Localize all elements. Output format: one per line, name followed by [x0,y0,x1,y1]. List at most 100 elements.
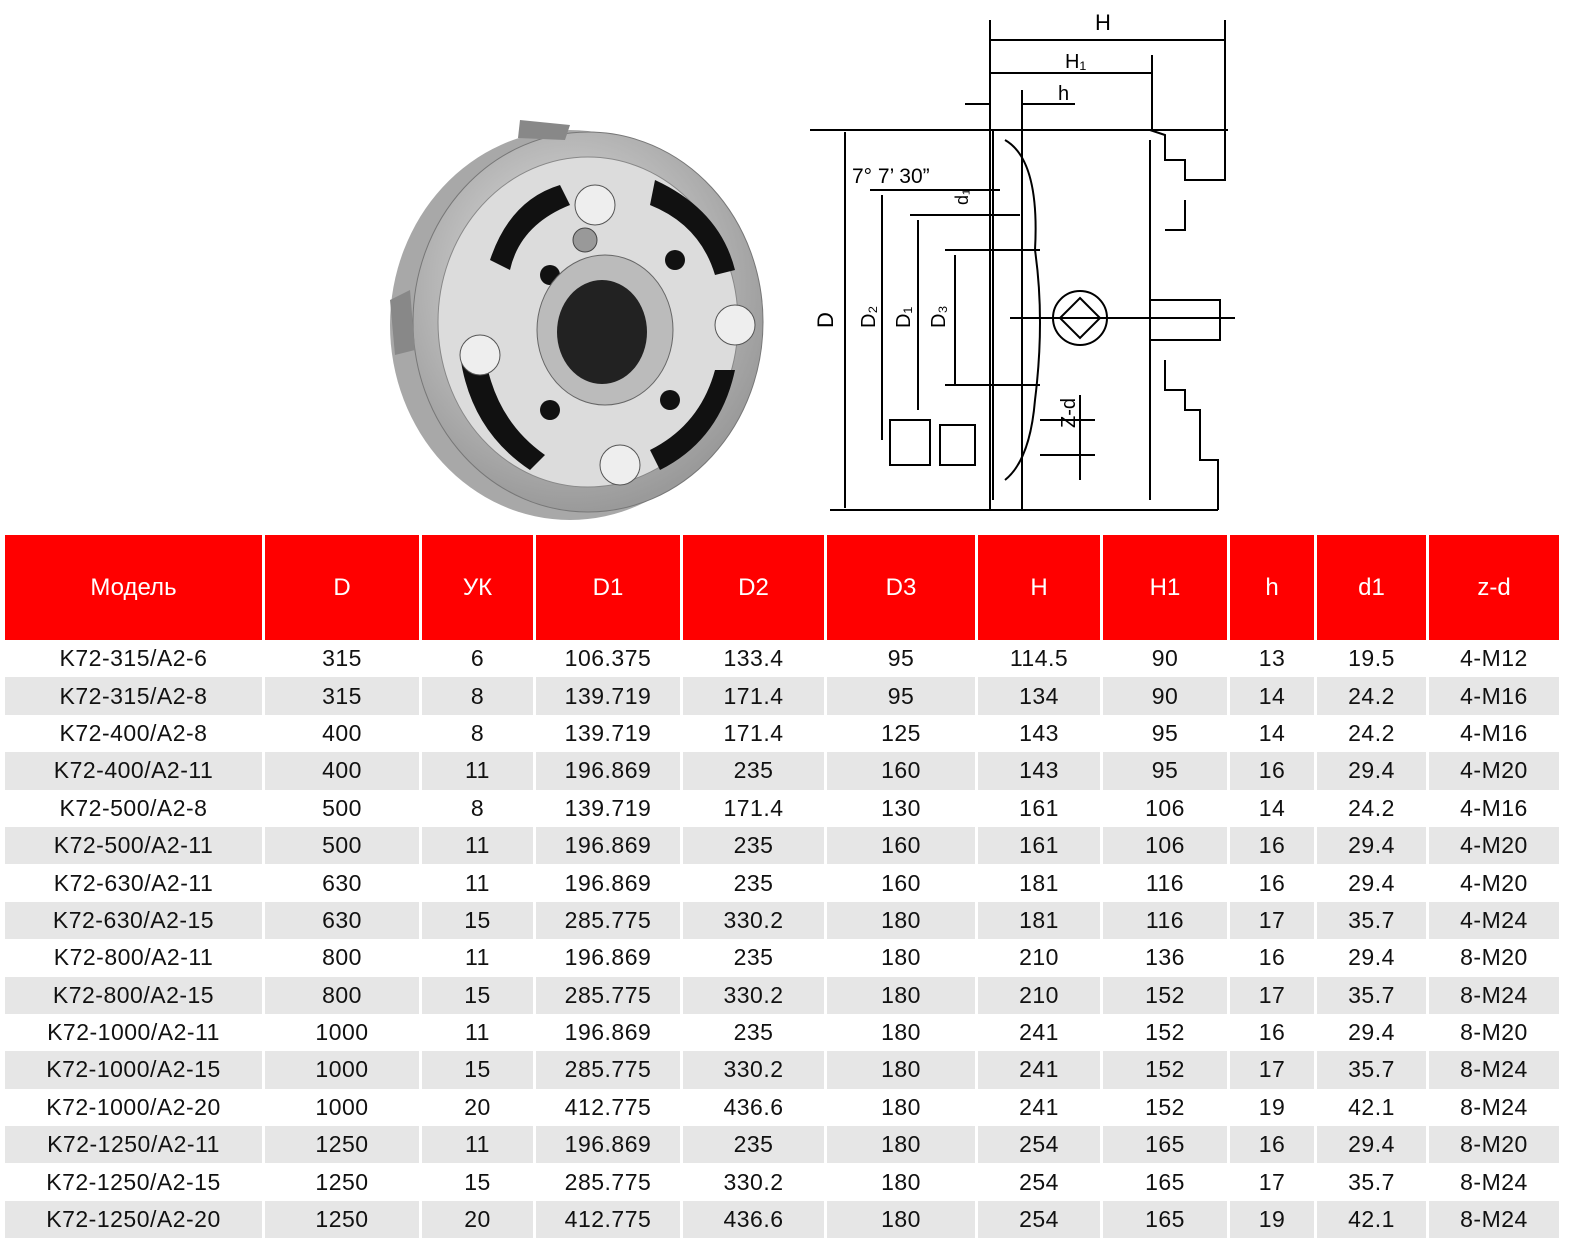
model-cell: K72-1250/A2-15 [46,1168,221,1195]
value-cell: 171.4 [683,677,824,715]
column-header: Модель [5,535,262,640]
value-cell: 42.1 [1348,1093,1395,1120]
value-cell: 8 [470,794,485,821]
value-cell: 800 [322,944,362,971]
model-cell: K72-400/A2-11 [5,752,262,790]
value-cell: 17 [1230,1051,1314,1089]
value-cell: 241 [1019,1093,1059,1120]
value-cell: 160 [827,826,975,865]
model-cell: K72-400/A2-8 [59,719,208,746]
value-cell: 17 [1258,1168,1286,1195]
value-cell: 400 [322,719,362,746]
value-cell: 106 [1145,794,1185,821]
value-cell: 29.4 [1317,1126,1426,1164]
label-angle: 7° 7’ 30” [852,165,930,188]
value-cell: 165 [1103,1126,1227,1164]
value-cell: 106 [1103,826,1227,865]
label-D: D [813,312,838,328]
value-cell: 171.4 [723,719,784,746]
value-cell: 35.7 [1317,976,1426,1014]
value-cell: 180 [827,1126,975,1164]
value-cell: 254 [1019,1168,1059,1195]
value-cell: 15 [422,901,533,940]
value-cell: 4-M16 [1429,677,1559,715]
model-cell: K72-1250/A2-11 [5,1126,262,1164]
value-cell: 8-M24 [1460,1093,1528,1120]
value-cell: 106.375 [564,645,652,672]
label-H1: H₁ [1065,51,1086,73]
value-cell: 315 [322,645,362,672]
value-cell: 130 [881,794,921,821]
model-cell: K72-1000/A2-20 [46,1093,221,1120]
value-cell: 20 [422,1200,533,1239]
technical-drawing: H H₁ h 7° 7’ 30” d₁ D D₂ D₁ D₃ Z-d [810,10,1235,511]
value-cell: 8 [422,677,533,715]
value-cell: 116 [1103,901,1227,940]
value-cell: 16 [1230,1126,1314,1164]
value-cell: 114.5 [1009,645,1069,672]
value-cell: 181 [978,901,1100,940]
value-cell: 11 [465,1019,490,1046]
value-cell: 15 [422,1051,533,1089]
label-h: h [1058,83,1069,105]
model-cell: K72-500/A2-11 [5,826,262,865]
label-D3: D₃ [928,305,950,328]
value-cell: 95 [1103,752,1227,790]
value-cell: 196.869 [536,752,680,790]
value-cell: 35.7 [1348,1168,1395,1195]
value-cell: 285.775 [536,1051,680,1089]
column-header: D2 [683,535,824,640]
value-cell: 210 [1019,944,1059,971]
value-cell: 95 [827,677,975,715]
value-cell: 196.869 [564,944,652,971]
model-cell: K72-1250/A2-20 [5,1200,262,1239]
value-cell: 19 [1230,1200,1314,1239]
value-cell: 35.7 [1317,901,1426,940]
value-cell: 90 [1151,645,1179,672]
value-cell: 29.4 [1317,826,1426,865]
value-cell: 165 [1103,1200,1227,1239]
value-cell: 19.5 [1348,645,1395,672]
value-cell: 235 [683,1126,824,1164]
column-header: УК [422,535,533,640]
column-header: H [978,535,1100,640]
value-cell: 235 [733,869,774,896]
value-cell: 436.6 [683,1200,824,1239]
value-cell: 8-M24 [1429,1051,1559,1089]
value-cell: 8-M24 [1429,976,1559,1014]
value-cell: 180 [827,1200,975,1239]
column-header: H1 [1103,535,1227,640]
value-cell: 500 [265,826,419,865]
value-cell: 1000 [315,1093,369,1120]
value-cell: 180 [881,1093,921,1120]
value-cell: 4-M20 [1429,752,1559,790]
value-cell: 1250 [315,1168,369,1195]
column-header: D1 [536,535,680,640]
value-cell: 152 [1103,1051,1227,1089]
value-cell: 139.719 [564,719,652,746]
value-cell: 14 [1230,677,1314,715]
value-cell: 171.4 [723,794,784,821]
value-cell: 436.6 [723,1093,784,1120]
value-cell: 152 [1103,976,1227,1014]
value-cell: 125 [881,719,921,746]
model-cell: K72-315/A2-6 [59,645,208,672]
value-cell: 160 [827,752,975,790]
value-cell: 1250 [265,1126,419,1164]
value-cell: 24.2 [1348,719,1395,746]
column-header: z-d [1429,535,1559,640]
value-cell: 330.2 [683,976,824,1014]
value-cell: 8 [470,719,485,746]
value-cell: 11 [465,869,490,896]
value-cell: 235 [733,944,774,971]
